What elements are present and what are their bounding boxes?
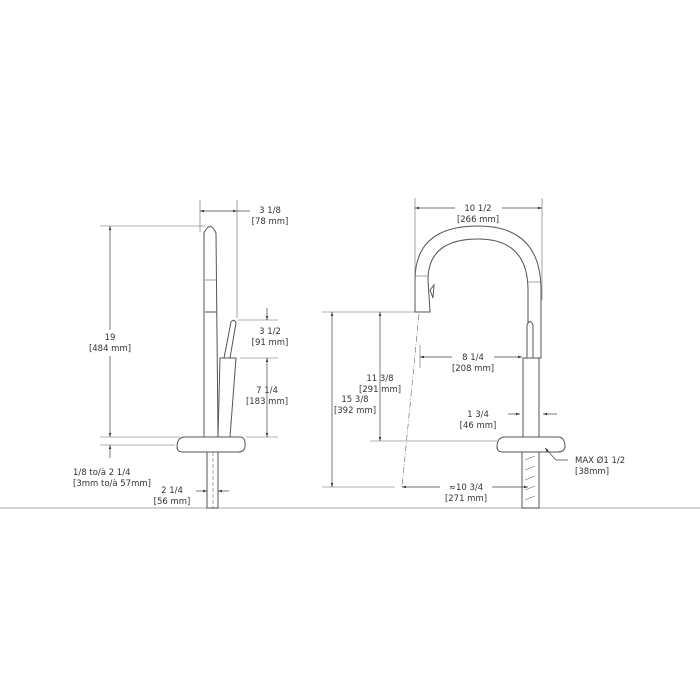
hole-diameter-mm: [38mm] bbox=[575, 467, 609, 477]
height-inches: 19 bbox=[105, 333, 116, 343]
spray-reach-inches: ≈10 3/4 bbox=[449, 483, 483, 493]
side-view-faucet bbox=[176, 226, 246, 509]
deck-mm: [3mm to/à 57mm] bbox=[73, 479, 151, 489]
handle-mm: [91 mm] bbox=[252, 338, 289, 348]
side-body bbox=[217, 357, 237, 438]
body-inches: 7 1/4 bbox=[256, 386, 278, 396]
front-view-faucet bbox=[401, 225, 566, 509]
hole-diameter: MAX Ø1 1/2 bbox=[575, 455, 625, 466]
side-view-dimensions bbox=[100, 200, 278, 493]
side-spout-column bbox=[203, 226, 219, 438]
shank-mm: [56 mm] bbox=[154, 497, 191, 507]
reach-inches: 8 1/4 bbox=[462, 353, 484, 363]
side-handle bbox=[223, 319, 237, 359]
front-view-dimensions bbox=[322, 198, 568, 489]
reach-total-inches: 10 1/2 bbox=[464, 204, 491, 214]
side-shank bbox=[206, 451, 219, 509]
shank-inches: 2 1/4 bbox=[161, 486, 183, 496]
body-width-mm: [46 mm] bbox=[460, 421, 497, 431]
front-shank bbox=[521, 451, 540, 509]
front-handle bbox=[526, 321, 534, 359]
depth-inches: 3 1/8 bbox=[259, 206, 281, 216]
handle-inches: 3 1/2 bbox=[259, 327, 281, 337]
deck-inches: 1/8 to/à 2 1/4 bbox=[73, 468, 130, 478]
body-width-inches: 1 3/4 bbox=[467, 410, 489, 420]
reach-total-mm: [266 mm] bbox=[457, 215, 499, 225]
spray-button bbox=[429, 283, 435, 299]
front-view-labels: 10 1/2 [266 mm] 15 3/8 [392 mm] 11 3/8 [… bbox=[334, 204, 625, 504]
reach-mm: [208 mm] bbox=[452, 364, 494, 374]
front-base bbox=[496, 436, 566, 453]
clearance-inches: 11 3/8 bbox=[366, 374, 393, 384]
spout-height-mm: [392 mm] bbox=[334, 406, 376, 416]
side-base bbox=[176, 436, 246, 453]
side-view-labels: 19 [484 mm] 3 1/8 [78 mm] 3 1/2 [91 mm] … bbox=[73, 206, 288, 507]
spout-height-inches: 15 3/8 bbox=[341, 395, 368, 405]
height-mm: [484 mm] bbox=[89, 344, 131, 354]
clearance-mm: [291 mm] bbox=[359, 385, 401, 395]
spray-stream bbox=[401, 313, 420, 488]
spray-reach-mm: [271 mm] bbox=[445, 494, 487, 504]
front-body bbox=[522, 357, 540, 439]
depth-mm: [78 mm] bbox=[252, 217, 289, 227]
body-mm: [183 mm] bbox=[246, 397, 288, 407]
